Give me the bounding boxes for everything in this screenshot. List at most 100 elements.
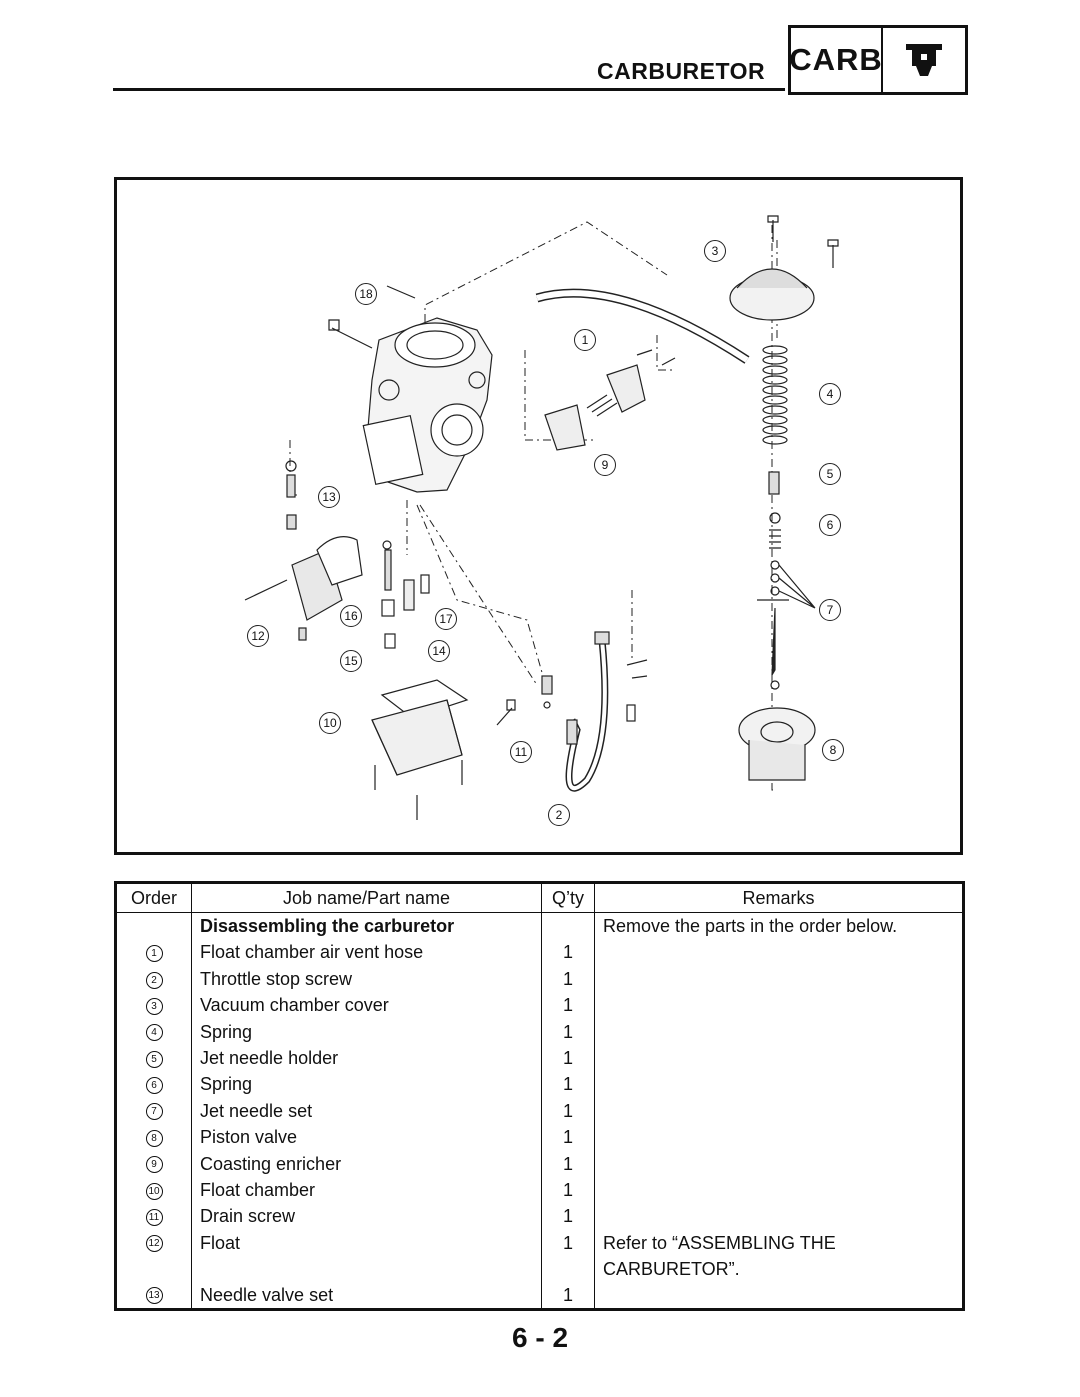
remarks-cell bbox=[594, 1071, 964, 1098]
callout-7: 7 bbox=[819, 599, 841, 621]
table-row: 9 Coasting enricher 1 bbox=[116, 1150, 964, 1177]
job-cell: Jet needle set bbox=[191, 1097, 542, 1125]
callout-10: 10 bbox=[319, 712, 341, 734]
job-cell: Drain screw bbox=[191, 1203, 542, 1230]
table-body: Disassembling the carburetor Remove the … bbox=[116, 912, 964, 1310]
callout-1: 1 bbox=[574, 329, 596, 351]
job-cell: Vacuum chamber cover bbox=[191, 992, 542, 1019]
order-cell bbox=[116, 913, 192, 940]
qty-cell: 1 bbox=[541, 1097, 595, 1125]
remarks-cell bbox=[594, 992, 964, 1019]
qty-cell: 1 bbox=[541, 1281, 595, 1310]
table-row: 8 Piston valve 1 bbox=[116, 1124, 964, 1151]
order-number: 8 bbox=[145, 1129, 163, 1147]
order-cell: 10 bbox=[116, 1177, 192, 1203]
callout-14: 14 bbox=[428, 640, 450, 662]
order-number: 5 bbox=[145, 1050, 163, 1068]
job-cell: Piston valve bbox=[191, 1124, 542, 1151]
qty-cell: 1 bbox=[541, 1176, 595, 1204]
qty-cell: 1 bbox=[541, 1044, 595, 1072]
table-row: 7 Jet needle set 1 bbox=[116, 1097, 964, 1125]
qty-cell: 1 bbox=[541, 1124, 595, 1151]
order-cell: 2 bbox=[116, 966, 192, 992]
order-cell: 6 bbox=[116, 1071, 192, 1097]
order-number: 9 bbox=[145, 1156, 163, 1174]
table-row: 6 Spring 1 bbox=[116, 1071, 964, 1098]
table-row: 1 Float chamber air vent hose 1 bbox=[116, 939, 964, 966]
remarks-cell bbox=[594, 1018, 964, 1045]
order-number: 1 bbox=[145, 945, 163, 963]
carburetor-icon bbox=[883, 28, 965, 92]
order-cell: 7 bbox=[116, 1098, 192, 1124]
table-row: 13 Needle valve set 1 bbox=[116, 1281, 964, 1310]
table-row: 2 Throttle stop screw 1 bbox=[116, 965, 964, 993]
job-cell: Coasting enricher bbox=[191, 1150, 542, 1177]
job-cell: Needle valve set bbox=[191, 1281, 542, 1310]
job-cell: Spring bbox=[191, 1071, 542, 1098]
qty-cell: 1 bbox=[541, 1203, 595, 1230]
callout-4: 4 bbox=[819, 383, 841, 405]
callout-12: 12 bbox=[247, 625, 269, 647]
callout-3: 3 bbox=[704, 240, 726, 262]
qty-cell: 1 bbox=[541, 1229, 595, 1282]
remarks-cell bbox=[594, 939, 964, 966]
col-qty-header: Q’ty bbox=[541, 882, 595, 913]
order-number: 13 bbox=[145, 1287, 163, 1305]
table-row: 11 Drain screw 1 bbox=[116, 1203, 964, 1230]
order-cell: 5 bbox=[116, 1045, 192, 1071]
order-cell: 9 bbox=[116, 1151, 192, 1177]
table-row: 4 Spring 1 bbox=[116, 1018, 964, 1045]
order-number: 12 bbox=[145, 1235, 163, 1253]
job-cell: Float chamber bbox=[191, 1176, 542, 1204]
callout-18: 18 bbox=[355, 283, 377, 305]
qty-cell bbox=[541, 912, 595, 940]
order-number: 4 bbox=[145, 1024, 163, 1042]
remarks-cell bbox=[594, 1097, 964, 1125]
job-cell: Float chamber air vent hose bbox=[191, 939, 542, 966]
remarks-cell bbox=[594, 1281, 964, 1310]
qty-cell: 1 bbox=[541, 1150, 595, 1177]
order-cell: 13 bbox=[116, 1282, 192, 1310]
qty-cell: 1 bbox=[541, 1018, 595, 1045]
job-cell: Spring bbox=[191, 1018, 542, 1045]
remarks-cell: Remove the parts in the order below. bbox=[594, 912, 964, 940]
remarks-cell bbox=[594, 1176, 964, 1204]
table-row: 5 Jet needle holder 1 bbox=[116, 1044, 964, 1072]
order-number: 6 bbox=[145, 1077, 163, 1095]
order-number: 10 bbox=[145, 1182, 163, 1200]
table-row: 12 Float 1 Refer to “ASSEMBLING THE CARB… bbox=[116, 1229, 964, 1282]
order-cell: 12 bbox=[116, 1230, 192, 1282]
remarks-cell bbox=[594, 1150, 964, 1177]
page-title: CARBURETOR bbox=[597, 58, 766, 84]
remarks-cell bbox=[594, 1203, 964, 1230]
remarks-cell: Refer to “ASSEMBLING THE CARBURETOR”. bbox=[594, 1229, 964, 1282]
callout-15: 15 bbox=[340, 650, 362, 672]
col-job-header: Job name/Part name bbox=[191, 882, 542, 913]
remarks-cell bbox=[594, 965, 964, 993]
page-number: 6 - 2 bbox=[511, 1322, 569, 1353]
callout-8: 8 bbox=[822, 739, 844, 761]
order-cell: 3 bbox=[116, 992, 192, 1018]
callout-5: 5 bbox=[819, 463, 841, 485]
callout-9: 9 bbox=[594, 454, 616, 476]
qty-cell: 1 bbox=[541, 965, 595, 993]
order-number: 11 bbox=[145, 1209, 163, 1227]
callout-2: 2 bbox=[548, 804, 570, 826]
job-cell: Jet needle holder bbox=[191, 1044, 542, 1072]
remarks-cell bbox=[594, 1124, 964, 1151]
qty-cell: 1 bbox=[541, 1071, 595, 1098]
qty-cell: 1 bbox=[541, 992, 595, 1019]
col-order-header: Order bbox=[115, 882, 192, 913]
job-cell: Disassembling the carburetor bbox=[191, 912, 542, 940]
remarks-cell bbox=[594, 1044, 964, 1072]
parts-table: Order Job name/Part name Q’ty Remarks Di… bbox=[114, 881, 965, 1312]
qty-cell: 1 bbox=[541, 939, 595, 966]
callout-13: 13 bbox=[318, 486, 340, 508]
table-row: 10 Float chamber 1 bbox=[116, 1176, 964, 1204]
order-number: 3 bbox=[145, 997, 163, 1015]
job-cell: Float bbox=[191, 1229, 542, 1282]
callout-6: 6 bbox=[819, 514, 841, 536]
table-row: 3 Vacuum chamber cover 1 bbox=[116, 992, 964, 1019]
table-header-row: Order Job name/Part name Q’ty Remarks bbox=[115, 882, 964, 913]
section-code: CARB bbox=[789, 28, 883, 92]
